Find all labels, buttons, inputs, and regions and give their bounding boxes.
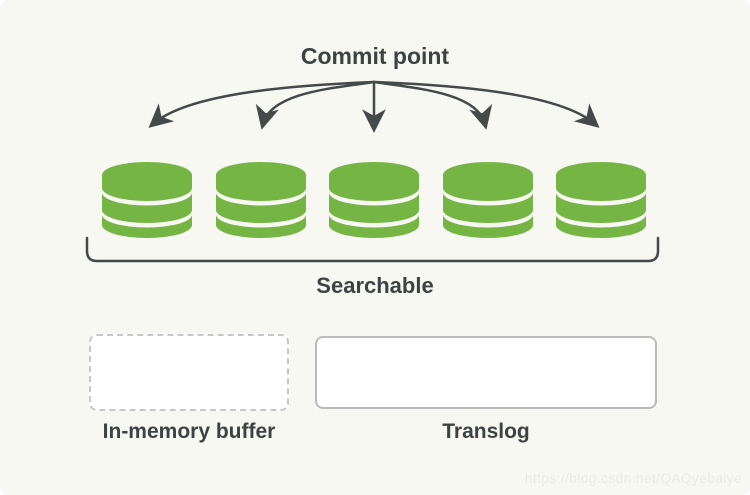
commit-point-title: Commit point <box>300 43 450 69</box>
watermark-text: https://blog.csdn.net/QAQyebaiye <box>524 471 742 486</box>
segment-cylinder-4 <box>443 162 533 238</box>
arrow-to-segment-4 <box>372 80 493 130</box>
arrow-to-segment-1 <box>148 80 376 128</box>
commit-arrows <box>148 80 600 133</box>
searchable-label: Searchable <box>316 273 434 298</box>
in-memory-buffer-box <box>89 334 289 411</box>
arrow-to-segment-5 <box>372 80 600 128</box>
segment-cylinders <box>102 162 646 238</box>
segment-cylinder-1 <box>102 162 192 238</box>
segment-cylinder-5 <box>556 162 646 238</box>
segment-cylinder-2 <box>216 162 306 238</box>
segment-cylinder-3 <box>329 162 419 238</box>
arrow-to-segment-2 <box>255 80 376 130</box>
translog-label: Translog <box>442 420 530 443</box>
searchable-bracket <box>85 236 660 263</box>
translog-box <box>315 336 657 409</box>
in-memory-buffer-label: In-memory buffer <box>102 420 276 443</box>
